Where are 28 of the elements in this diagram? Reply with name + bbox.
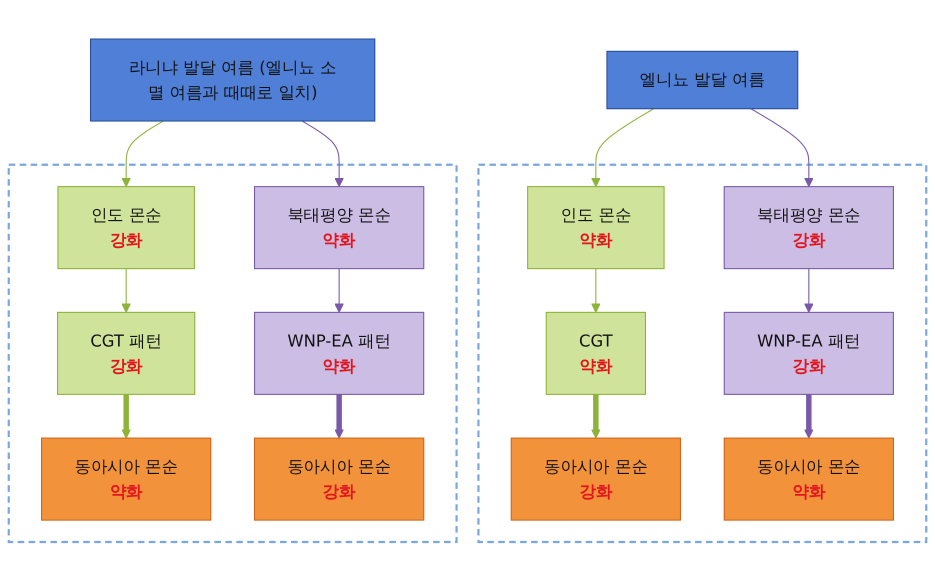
arrow	[591, 268, 601, 313]
arrow	[121, 268, 131, 313]
cluster	[8, 164, 458, 544]
node-box: WNP-EA 패턴 강화	[724, 312, 894, 395]
arrow	[302, 120, 344, 188]
node-box: WNP-EA 패턴 약화	[254, 312, 424, 395]
node-box: CGT 약화	[546, 312, 646, 395]
arrow	[121, 394, 131, 439]
cluster	[477, 164, 928, 544]
arrow	[334, 268, 344, 313]
node-box: 인도 몬순 약화	[527, 186, 665, 270]
arrow	[804, 268, 814, 313]
arrow	[334, 394, 344, 439]
node-box: CGT 패턴 강화	[57, 312, 196, 395]
arrow	[750, 108, 814, 188]
node-box: 동아시아 몬순 강화	[510, 438, 682, 521]
node-box: 라니냐 발달 여름 (엘니뇨 소멸 여름과 때때로 일치)	[90, 38, 376, 122]
arrow	[591, 394, 601, 439]
node-box: 동아시아 몬순 약화	[41, 438, 212, 521]
node-box: 인도 몬순 강화	[57, 186, 195, 270]
node-box: 북태평양 몬순 강화	[724, 186, 894, 270]
node-box: 엘니뇨 발달 여름	[606, 50, 798, 110]
node-box: 동아시아 몬순 강화	[254, 438, 424, 521]
arrow	[804, 394, 814, 439]
arrow	[121, 120, 164, 188]
arrow	[591, 108, 654, 188]
node-box: 북태평양 몬순 약화	[254, 186, 424, 270]
node-box: 동아시아 몬순 약화	[724, 438, 894, 521]
